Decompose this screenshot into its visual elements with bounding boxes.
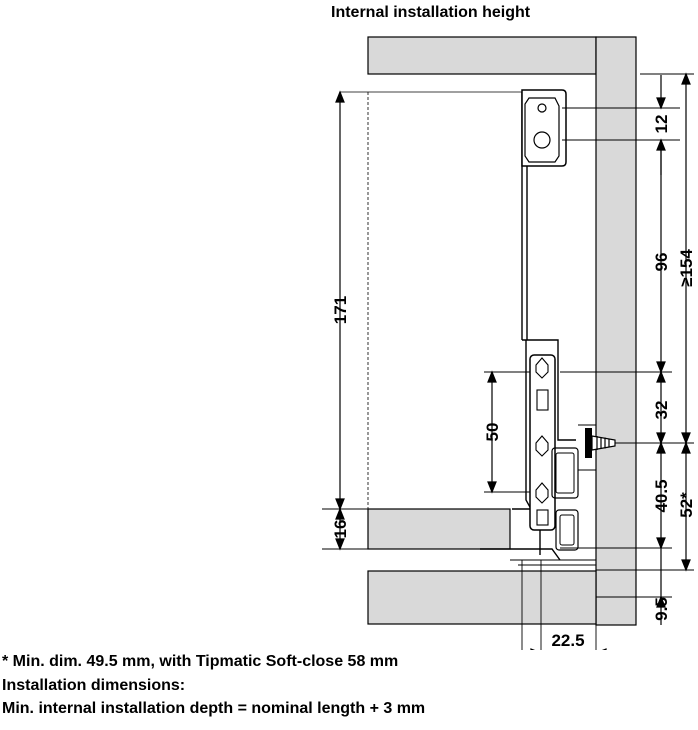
bottom-shelf-panel — [367, 570, 597, 625]
dim-32: 32 — [652, 401, 671, 420]
dim-52: 52* — [677, 492, 696, 518]
dim-40-5: 40.5 — [652, 479, 671, 512]
fixing-screw — [585, 428, 616, 458]
dimension-labels: 171 16 50 12 96 32 40.5 9.5 ≥154 52* 22.… — [331, 115, 696, 650]
top-shelf-panel — [367, 36, 597, 75]
dim-9-5: 9.5 — [652, 597, 671, 621]
drawer-bottom-panel — [367, 508, 511, 550]
installation-depth-note: Min. internal installation depth = nomin… — [2, 700, 426, 717]
installation-drawing: Internal installation height — [322, 4, 696, 650]
dim-171: 171 — [331, 296, 350, 324]
dim-22-5: 22.5 — [551, 631, 584, 650]
top-bracket — [521, 89, 567, 167]
dim-96: 96 — [652, 253, 671, 272]
dimension-lines — [335, 72, 691, 650]
installation-notes: * Min. dim. 49.5 mm, with Tipmatic Soft-… — [2, 650, 696, 721]
dim-50: 50 — [483, 423, 502, 442]
dim-12: 12 — [652, 115, 671, 134]
rear-bracket — [529, 354, 596, 551]
extension-lines — [322, 73, 694, 650]
installation-dimensions-heading: Installation dimensions: — [2, 676, 186, 694]
drawing-title: Internal installation height — [331, 4, 531, 21]
cabinet-panels — [367, 36, 637, 626]
side-wall-panel — [595, 36, 637, 626]
dim-154: ≥154 — [677, 249, 696, 287]
dim-16: 16 — [331, 520, 350, 539]
bracket-hole-small — [537, 103, 547, 113]
bracket-hole-large — [533, 131, 551, 149]
footnote-min-dim: * Min. dim. 49.5 mm, with Tipmatic Soft-… — [2, 653, 399, 670]
